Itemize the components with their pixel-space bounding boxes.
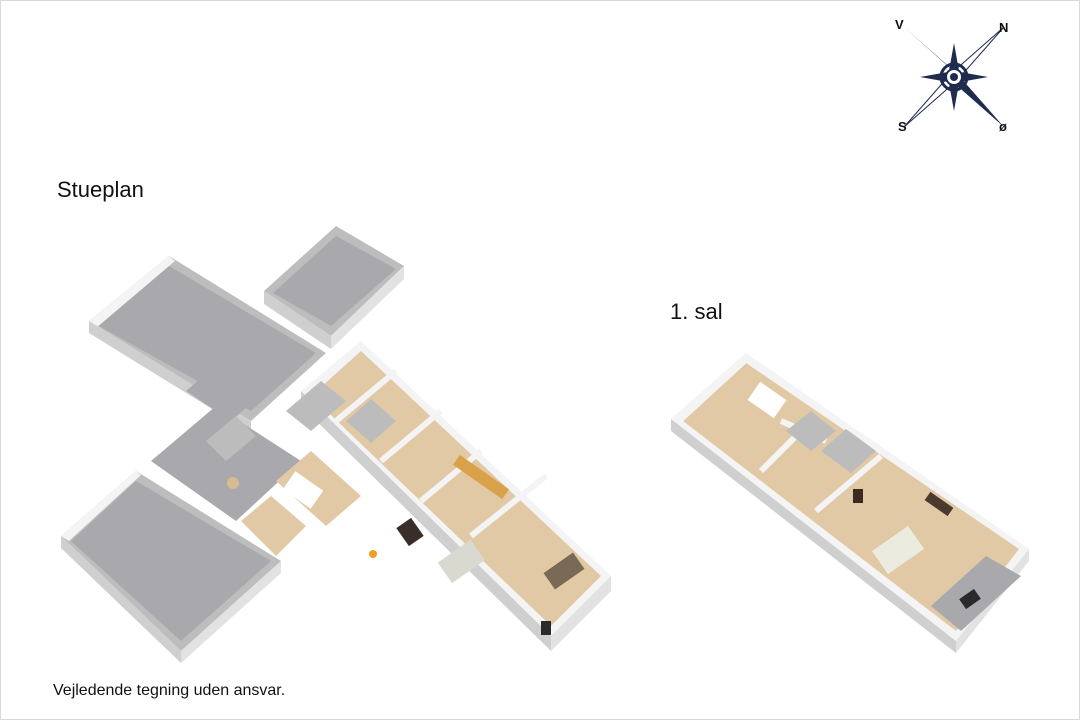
compass-rose: V N S ø [889, 13, 1019, 138]
compass-icon [903, 26, 1005, 128]
central-gray-rooms [151, 361, 301, 521]
ground-bedroom [206, 381, 396, 556]
garage-wing-left [61, 471, 281, 663]
compass-west-letter: V [895, 17, 904, 32]
first-floor-label: 1. sal [670, 299, 723, 324]
compass-south-letter: S [898, 119, 907, 134]
disclaimer-text: Vejledende tegning uden ansvar. [53, 682, 286, 699]
small-room-top [264, 226, 404, 349]
compass-north-letter: N [999, 20, 1009, 35]
first-floor-wing [671, 353, 1029, 653]
ground-floor-label: Stueplan [57, 177, 144, 202]
entrance-marker-icon [369, 550, 377, 558]
compass-east-letter: ø [999, 119, 1007, 134]
